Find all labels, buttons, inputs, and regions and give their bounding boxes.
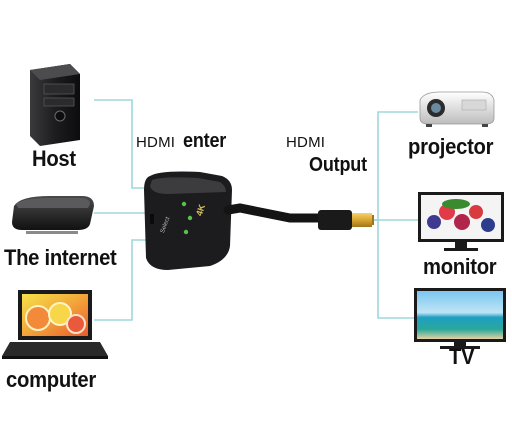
hdmi-cable xyxy=(223,203,374,230)
label-hdmi-output-prefix: HDMI xyxy=(286,134,326,151)
projector-icon xyxy=(419,91,495,127)
internet-router-icon xyxy=(12,196,94,234)
label-monitor: monitor xyxy=(423,254,497,279)
monitor-icon xyxy=(418,192,504,251)
tv-icon xyxy=(414,288,506,349)
label-hdmi-enter-prefix: HDMI xyxy=(136,134,176,151)
label-tv: TV xyxy=(449,344,475,369)
output-connector-lines xyxy=(372,111,420,319)
host-pc-tower-icon xyxy=(30,64,80,146)
hdmi-switch-device xyxy=(144,171,232,270)
input-connector-lines xyxy=(94,99,148,321)
label-computer: computer xyxy=(6,367,97,392)
computer-laptop-icon xyxy=(2,290,108,359)
label-the-internet: The internet xyxy=(4,245,117,270)
label-host: Host xyxy=(32,146,76,171)
label-projector: projector xyxy=(408,134,494,159)
label-enter: enter xyxy=(183,130,227,152)
label-output: Output xyxy=(309,154,367,176)
